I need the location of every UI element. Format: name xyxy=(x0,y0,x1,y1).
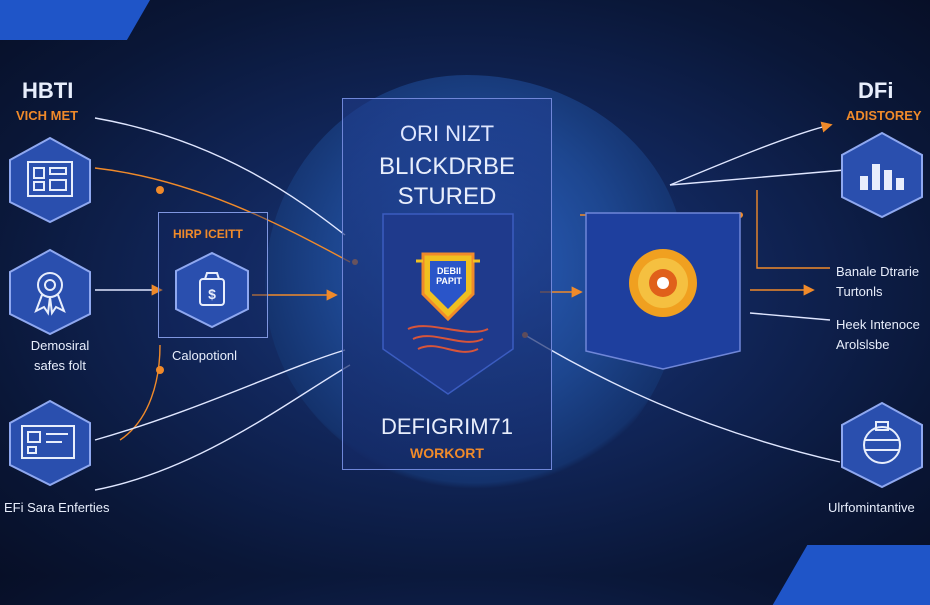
shield-icon xyxy=(416,252,480,322)
left-middle-label: Demosiral safes folt xyxy=(30,338,90,373)
server-icon xyxy=(863,421,901,464)
svg-text:$: $ xyxy=(208,286,216,302)
center-shield-frame xyxy=(382,213,514,395)
bar-chart-icon xyxy=(860,164,904,190)
right-core-panel[interactable] xyxy=(584,211,742,371)
award-ribbon-icon xyxy=(34,272,66,316)
right-bottom-node[interactable] xyxy=(838,400,926,490)
shield-badge: DEBII PAPIT xyxy=(436,266,462,286)
money-bag-icon xyxy=(199,272,225,306)
right-top-node[interactable] xyxy=(838,130,926,220)
dashboard-icon xyxy=(27,161,73,197)
monitor-icon xyxy=(21,425,75,459)
left-middle-node[interactable] xyxy=(6,247,94,337)
center-line-2: BLICKDRBE xyxy=(378,153,516,180)
center-bottom-title: DEFIGRIM71 xyxy=(380,414,514,439)
left-bottom-node[interactable] xyxy=(6,398,94,488)
left-bottom-label: EFi Sara Enferties xyxy=(4,500,110,515)
center-line-1: ORI NIZT xyxy=(399,121,495,146)
right-label-upper: Banale Dtrarie Turtonls xyxy=(836,264,920,299)
sun-gear-icon xyxy=(629,249,697,317)
right-label-lower: Heek Intenoce Arolslsbe xyxy=(836,317,920,352)
center-panel[interactable]: ORI NIZT BLICKDRBE STURED ENDET DEBII PA… xyxy=(342,98,552,470)
money-box-title: HIRP ICEITT xyxy=(173,227,243,241)
left-heading: HBTI xyxy=(22,78,74,103)
money-box-caption: Calopotionl xyxy=(172,348,238,363)
money-box[interactable]: HIRP ICEITT $ xyxy=(158,212,268,338)
right-subheading: ADISTOREY xyxy=(846,108,922,123)
right-bottom-label: Ulrfomintantive xyxy=(828,500,915,515)
center-bottom-sub: WORKORT xyxy=(410,445,484,461)
left-subheading: VICH MET xyxy=(16,108,79,123)
money-hex: $ xyxy=(175,251,249,329)
center-line-3: STURED xyxy=(397,183,497,210)
left-top-node[interactable] xyxy=(6,135,94,225)
right-heading: DFi xyxy=(858,78,894,103)
